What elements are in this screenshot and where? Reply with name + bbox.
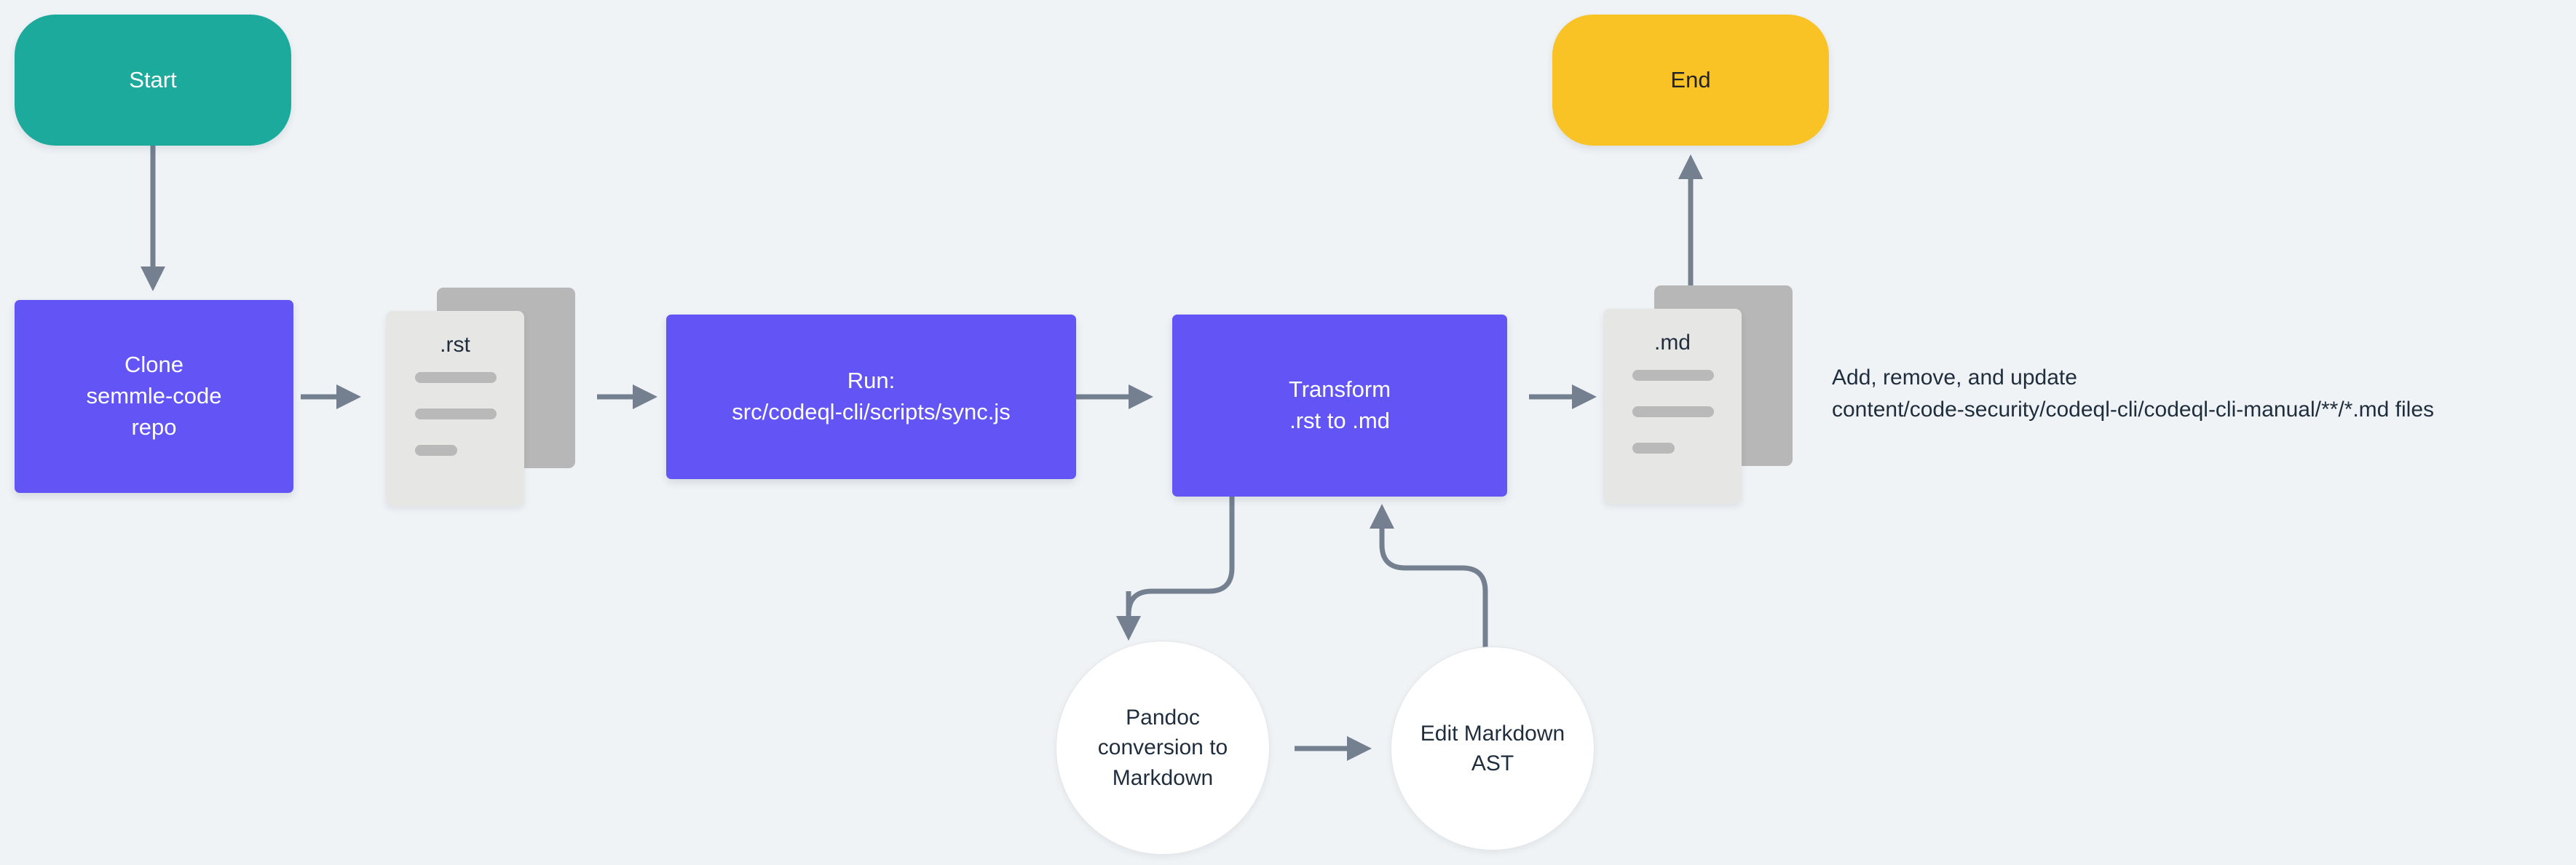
node-rst-document[interactable]: .rst [386,288,575,506]
node-edit-markdown-ast-line1: Edit Markdown [1420,721,1565,746]
edge-transform-to-md [1529,384,1597,409]
rst-document-bar-2 [415,408,497,419]
node-pandoc-conversion-line3: Markdown [1112,765,1214,790]
node-transform-rst-to-md[interactable]: Transform .rst to .md [1172,315,1507,497]
edge-start-to-clone [141,146,165,291]
node-transform-rst-to-md-line2: .rst to .md [1289,408,1390,433]
node-clone-repo-line3: repo [131,414,177,440]
md-document-bar-3 [1632,443,1675,454]
node-start-label: Start [129,66,177,92]
md-document-label: .md [1654,331,1691,355]
node-clone-repo-line2: semmle-code [86,383,222,409]
edge-rst-to-run [597,384,657,409]
edge-pandoc-to-edit-ast [1295,736,1372,761]
rst-document-bar-1 [415,372,497,383]
node-run-sync-script-line2: src/codeql-cli/scripts/sync.js [732,399,1011,424]
node-run-sync-script[interactable]: Run: src/codeql-cli/scripts/sync.js [666,315,1076,479]
node-start[interactable]: Start [15,15,291,146]
annotation-md-files: Add, remove, and update content/code-sec… [1832,362,2434,426]
node-end-label: End [1670,66,1711,92]
edge-edit-ast-to-transform [1370,504,1488,648]
rst-document-label: .rst [440,333,470,357]
md-document-bar-1 [1632,370,1714,381]
node-clone-repo-line1: Clone [125,352,183,378]
md-document-bar-2 [1632,406,1714,417]
node-pandoc-conversion-line1: Pandoc [1126,705,1200,730]
edge-run-to-transform [1076,384,1153,409]
annotation-md-files-line2: content/code-security/codeql-cli/codeql-… [1832,398,2435,422]
node-md-document[interactable]: .md [1603,285,1793,504]
node-run-sync-script-line1: Run: [847,368,896,394]
node-transform-rst-to-md-line1: Transform [1288,376,1391,403]
edge-transform-to-pandoc [1116,497,1235,641]
node-edit-markdown-ast[interactable]: Edit Markdown AST [1391,647,1595,850]
annotation-md-files-line1: Add, remove, and update [1832,366,2077,390]
edge-md-to-end [1678,154,1703,285]
edge-clone-to-rst [301,384,361,409]
node-edit-markdown-ast-line2: AST [1471,751,1514,775]
node-pandoc-conversion[interactable]: Pandoc conversion to Markdown [1056,641,1270,855]
node-clone-repo[interactable]: Clone semmle-code repo [15,300,293,493]
node-pandoc-conversion-line2: conversion to [1097,735,1228,760]
rst-document-bar-3 [415,445,457,456]
node-end[interactable]: End [1552,15,1829,146]
